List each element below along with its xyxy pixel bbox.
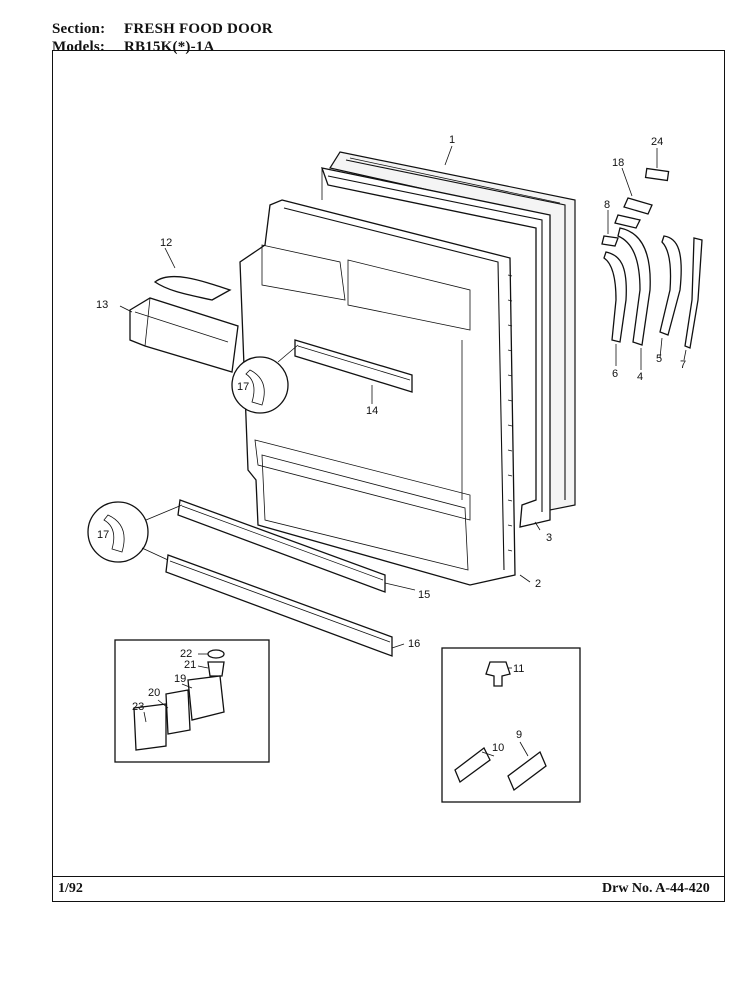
callout-6: 6 — [612, 368, 618, 380]
part-bracket-detail-lower — [87, 501, 183, 563]
models-value: RB15K(*)-1A — [124, 39, 215, 55]
part-dairy-door — [153, 275, 232, 301]
callout-15: 15 — [418, 589, 430, 601]
part-trim-7 — [684, 237, 703, 349]
inset-fastener-kit — [441, 647, 581, 803]
section-value: FRESH FOOD DOOR — [124, 21, 273, 37]
callout-7: 7 — [680, 359, 686, 371]
callout-10: 10 — [492, 742, 504, 754]
models-row: Models: RB15K(*)-1A — [52, 39, 215, 56]
callout-9: 9 — [516, 729, 522, 741]
callout-12: 12 — [160, 237, 172, 249]
callout-4: 4 — [637, 371, 643, 383]
callout-20: 20 — [148, 687, 160, 699]
part-trim-6 — [603, 251, 627, 343]
callout-13: 13 — [96, 299, 108, 311]
callout-5: 5 — [656, 353, 662, 365]
part-dairy-compartment — [129, 297, 239, 373]
part-lower-bin-rail — [177, 499, 386, 593]
callout-labels: 1 2 3 4 5 6 7 8 9 10 11 12 13 14 15 16 1… — [96, 134, 686, 754]
models-label: Models: — [52, 39, 106, 55]
callout-3: 3 — [546, 532, 552, 544]
callout-17-lower: 17 — [97, 529, 109, 541]
callout-1: 1 — [449, 134, 455, 146]
callout-22: 22 — [180, 648, 192, 660]
callout-18: 18 — [612, 157, 624, 169]
part-trim-24 — [644, 167, 670, 182]
callout-leaders — [119, 145, 687, 757]
part-bracket-detail-upper — [231, 344, 299, 414]
part-trim-4 — [617, 227, 651, 346]
drawing-frame — [52, 50, 725, 902]
part-trim-18 — [623, 197, 653, 215]
callout-14: 14 — [366, 405, 378, 417]
section-row: Section: FRESH FOOD DOOR — [52, 21, 273, 38]
part-shelf-rail — [294, 339, 413, 393]
callout-21: 21 — [184, 659, 196, 671]
callout-2: 2 — [535, 578, 541, 590]
callout-16: 16 — [408, 638, 420, 650]
inset-hinge-kit — [114, 639, 270, 763]
part-hinge-8 — [601, 214, 641, 247]
part-door-gasket — [321, 167, 551, 528]
footer-drawing-number: Drw No. A-44-420 — [602, 881, 710, 896]
callout-11: 11 — [513, 663, 524, 675]
part-door-liner — [239, 199, 516, 586]
callout-23: 23 — [132, 701, 144, 713]
footer-divider — [52, 876, 725, 877]
footer-date: 1/92 — [58, 881, 83, 896]
callout-24: 24 — [651, 136, 663, 148]
part-bottom-bin-rail — [165, 554, 393, 657]
callout-19: 19 — [174, 673, 186, 685]
callout-17-upper: 17 — [237, 381, 249, 393]
section-label: Section: — [52, 21, 106, 37]
callout-8: 8 — [604, 199, 610, 211]
part-trim-5 — [659, 235, 682, 336]
